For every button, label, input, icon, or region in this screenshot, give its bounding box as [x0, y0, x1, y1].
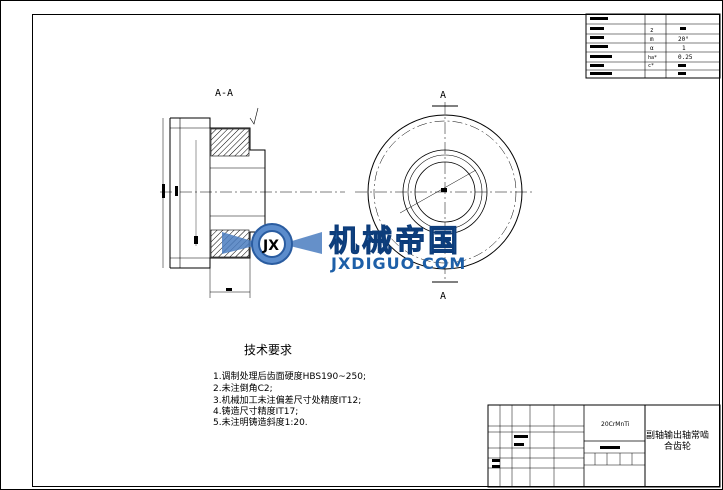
param-ha-symbol: ha* [648, 55, 657, 61]
title-block: 20CrMnTi 副轴输出轴常啮 合齿轮 [487, 404, 721, 488]
watermark-text-cn: 机械帝国 [329, 224, 461, 260]
material-code: 20CrMnTi [601, 421, 630, 428]
requirement-item-2: 2.未注倒角C2; [213, 384, 273, 394]
drawing-inner-frame [32, 14, 720, 487]
technical-requirements-title: 技术要求 [244, 343, 293, 357]
param-alpha-value: 20° [678, 36, 689, 43]
section-view: A-A [160, 88, 345, 298]
requirement-item-4: 4.铸造尺寸精度IT17; [213, 407, 299, 417]
watermark-text-en: JXDIGUO.COM [331, 254, 467, 273]
param-ha-value: 1 [682, 45, 686, 52]
front-view: A A [355, 90, 535, 302]
param-alpha-symbol: α [650, 45, 654, 52]
requirement-item-1: 1.调制处理后齿面硬度HBS190~250; [213, 372, 367, 382]
svg-text:JX: JX [262, 238, 279, 254]
param-c-symbol: c* [648, 63, 654, 69]
param-z-symbol: z [650, 27, 654, 34]
param-m-symbol: m [650, 36, 654, 43]
requirement-item-3: 3.机械加工未注偏差尺寸处精度IT12; [213, 396, 362, 406]
part-name-line2: 合齿轮 [664, 440, 691, 452]
part-name-line1: 副轴输出轴常啮 [646, 429, 709, 441]
section-label: A-A [215, 88, 233, 99]
param-c-value: 0.25 [678, 54, 693, 61]
cut-label-bottom: A [440, 291, 446, 302]
requirement-item-5: 5.未注明铸造斜度1:20. [213, 418, 308, 428]
watermark-emblem: JX [222, 223, 322, 265]
cut-label-top: A [440, 90, 446, 101]
parameter-table: z m α 20° ha* 1 c* 0.25 [585, 13, 721, 79]
